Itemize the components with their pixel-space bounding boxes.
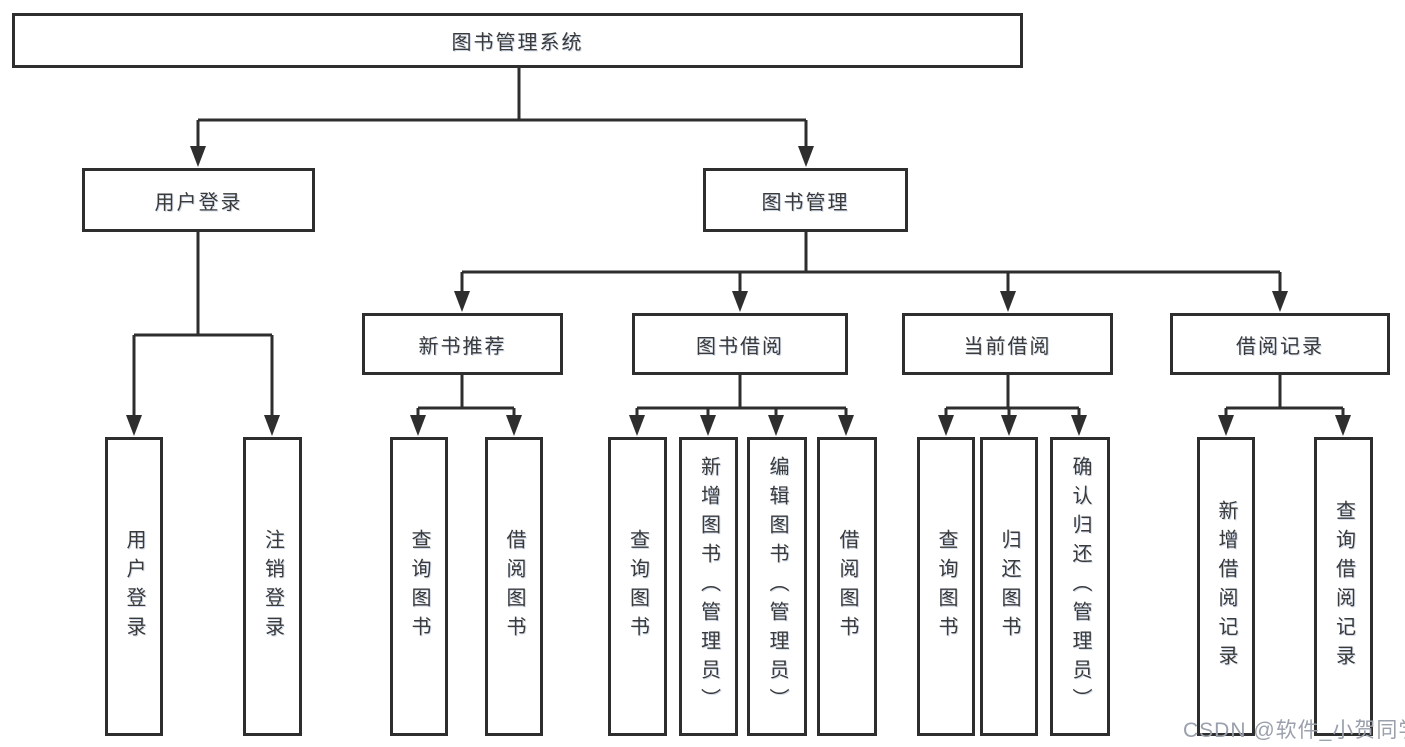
- node-add-books-admin: 新增图书（管理员）: [679, 437, 738, 736]
- node-borrowing-records: 借阅记录: [1170, 313, 1390, 375]
- arrow-down-icon: [629, 415, 645, 436]
- node-user-login: 用户登录: [82, 168, 315, 232]
- arrow-down-icon: [1272, 291, 1288, 312]
- node-confirm-return-admin: 确认归还（管理员）: [1050, 437, 1110, 736]
- arrow-down-icon: [264, 415, 280, 436]
- node-return-books: 归还图书: [980, 437, 1038, 736]
- arrow-down-icon: [506, 415, 522, 436]
- node-book-management: 图书管理: [703, 168, 908, 232]
- node-query-borrow-record: 查询借阅记录: [1314, 437, 1373, 736]
- arrow-down-icon: [1335, 415, 1351, 436]
- arrow-down-icon: [768, 415, 784, 436]
- arrow-down-icon: [410, 415, 426, 436]
- node-query-books-borrowing: 查询图书: [608, 437, 667, 736]
- node-borrow-books-leaf: 借阅图书: [817, 437, 877, 736]
- node-query-books-recommend: 查询图书: [390, 437, 448, 736]
- node-logout: 注销登录: [243, 437, 302, 736]
- arrow-down-icon: [700, 415, 716, 436]
- node-current-borrowing: 当前借阅: [902, 313, 1113, 375]
- arrow-down-icon: [190, 146, 206, 167]
- node-book-borrowing: 图书借阅: [632, 313, 848, 375]
- node-query-books-current: 查询图书: [917, 437, 975, 736]
- arrow-down-icon: [1071, 415, 1087, 436]
- arrow-down-icon: [1218, 415, 1234, 436]
- node-library-system: 图书管理系统: [12, 13, 1023, 68]
- arrow-down-icon: [938, 415, 954, 436]
- node-edit-books-admin: 编辑图书（管理员）: [747, 437, 807, 736]
- node-borrow-books-recommend: 借阅图书: [485, 437, 543, 736]
- arrow-down-icon: [838, 415, 854, 436]
- arrow-down-icon: [126, 415, 142, 436]
- arrow-down-icon: [732, 291, 748, 312]
- arrow-down-icon: [454, 291, 470, 312]
- arrow-down-icon: [1000, 291, 1016, 312]
- arrow-down-icon: [1001, 415, 1017, 436]
- node-user-login-leaf: 用户登录: [105, 437, 163, 736]
- watermark: CSDN @软件_小贺同学: [1183, 719, 1405, 742]
- node-new-book-recommendation: 新书推荐: [362, 313, 563, 375]
- node-add-borrow-record: 新增借阅记录: [1197, 437, 1255, 736]
- arrow-down-icon: [798, 146, 814, 167]
